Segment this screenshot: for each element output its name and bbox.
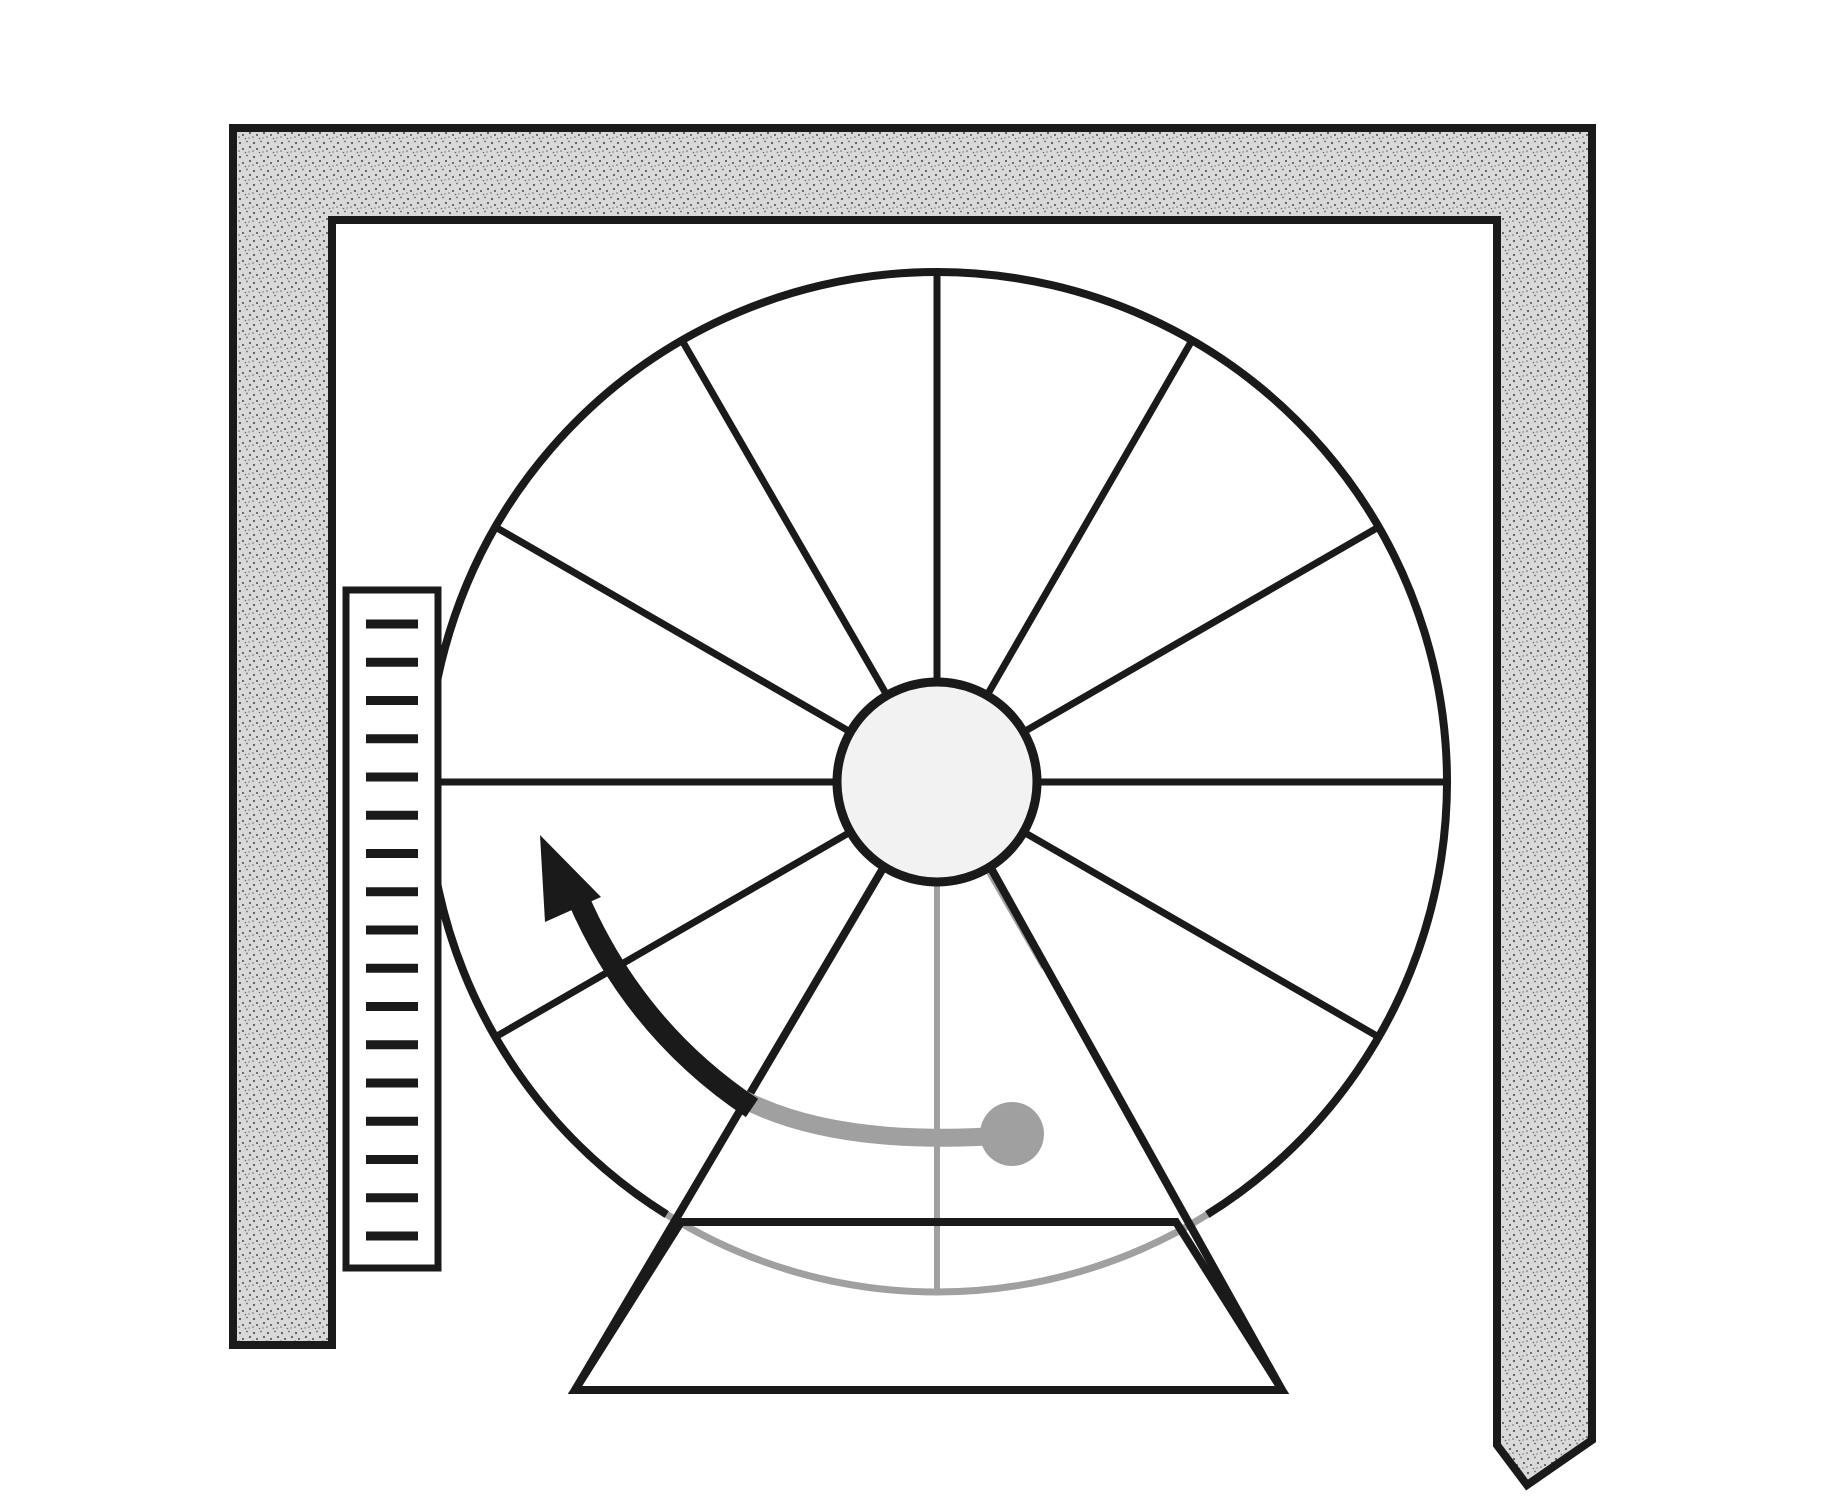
hidden-wheel-parts [664,867,1210,1296]
ghost-arrow-start [980,1102,1044,1166]
wheel-hub [832,677,1042,887]
wheel-spokes [427,272,1447,1041]
rotation-arrow-shaft [567,893,759,1118]
wheel-spoke [493,523,853,736]
wheel-spoke [678,338,891,698]
wheel-spoke [983,338,1196,698]
stand-legs [571,867,1286,1393]
wheel-spoke [1021,523,1381,736]
support-frame [229,124,1596,1491]
ghost-arrow-path [736,1091,1019,1147]
stand-leg-left [571,867,886,1393]
wheel-spoke [493,828,853,1041]
stand-leg-right [988,868,1286,1392]
ratchet-teeth [366,619,418,1241]
rotation-arrow-head [540,835,601,922]
wheel-stand [567,1218,1290,1394]
wheel-spoke [1021,828,1381,1041]
